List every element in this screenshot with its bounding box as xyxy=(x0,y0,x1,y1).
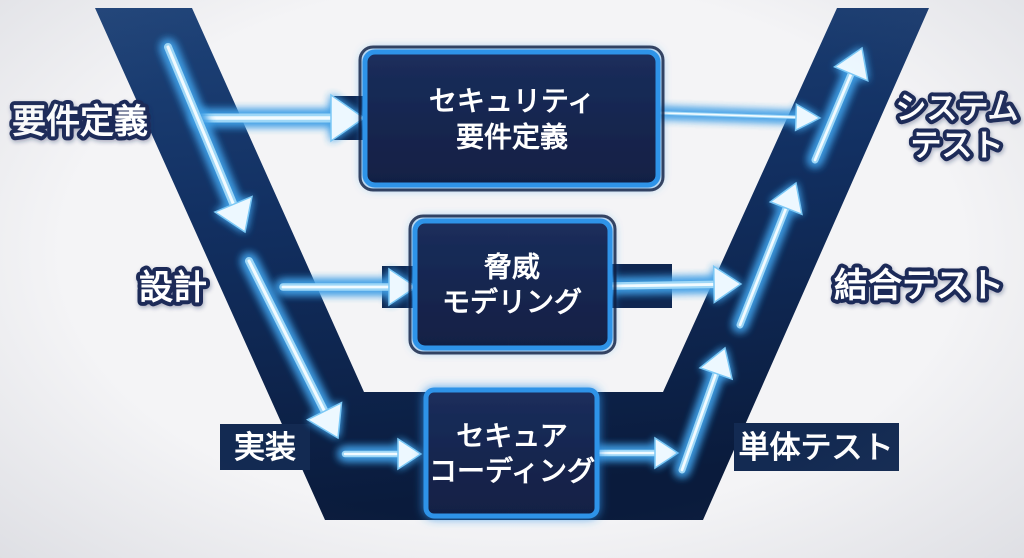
unit-test-label-plate xyxy=(734,423,899,471)
activity-label-line: セキュア xyxy=(456,420,567,453)
label-unit-test: 単体テスト xyxy=(739,430,894,466)
label-system-test-line2: テスト xyxy=(911,128,1004,164)
edge-e7-arrow xyxy=(338,437,423,471)
activity-label-line: 要件定義 xyxy=(456,121,568,154)
edge-e10-arrow xyxy=(733,181,803,332)
edge-e9-arrow xyxy=(675,346,734,477)
implementation-label-plate xyxy=(220,424,310,470)
activity-label-line: コーディング xyxy=(429,455,595,488)
activity-label-line: セキュリティ xyxy=(429,85,595,118)
edge-e3-arrow xyxy=(161,40,253,234)
edge-e11-arrow xyxy=(808,46,869,167)
edge-e2-arrow xyxy=(657,102,822,132)
edge-e1-arrow xyxy=(192,93,366,143)
label-design: 設計 xyxy=(139,268,207,308)
activity-box-security-requirements: セキュリティ 要件定義 xyxy=(358,45,665,192)
label-system-test-line1: システム xyxy=(895,91,1018,127)
label-integration-test: 結合テスト xyxy=(834,266,1004,306)
activity-label-line: 脅威 xyxy=(483,251,540,284)
activity-box-secure-coding: セキュア コーディング xyxy=(423,387,600,519)
activity-box-threat-modeling: 脅威 モデリング xyxy=(408,214,617,355)
edge-e4-arrow xyxy=(276,267,418,307)
label-implementation: 実装 xyxy=(234,430,296,466)
label-requirements: 要件定義 xyxy=(12,102,148,142)
edge-e5-arrow xyxy=(605,265,743,304)
edge-e6-arrow xyxy=(242,254,343,440)
activity-label-line: モデリング xyxy=(442,286,582,319)
arrows-layer xyxy=(161,40,869,477)
v-shape xyxy=(95,8,929,520)
edge-e8-arrow xyxy=(593,436,680,470)
